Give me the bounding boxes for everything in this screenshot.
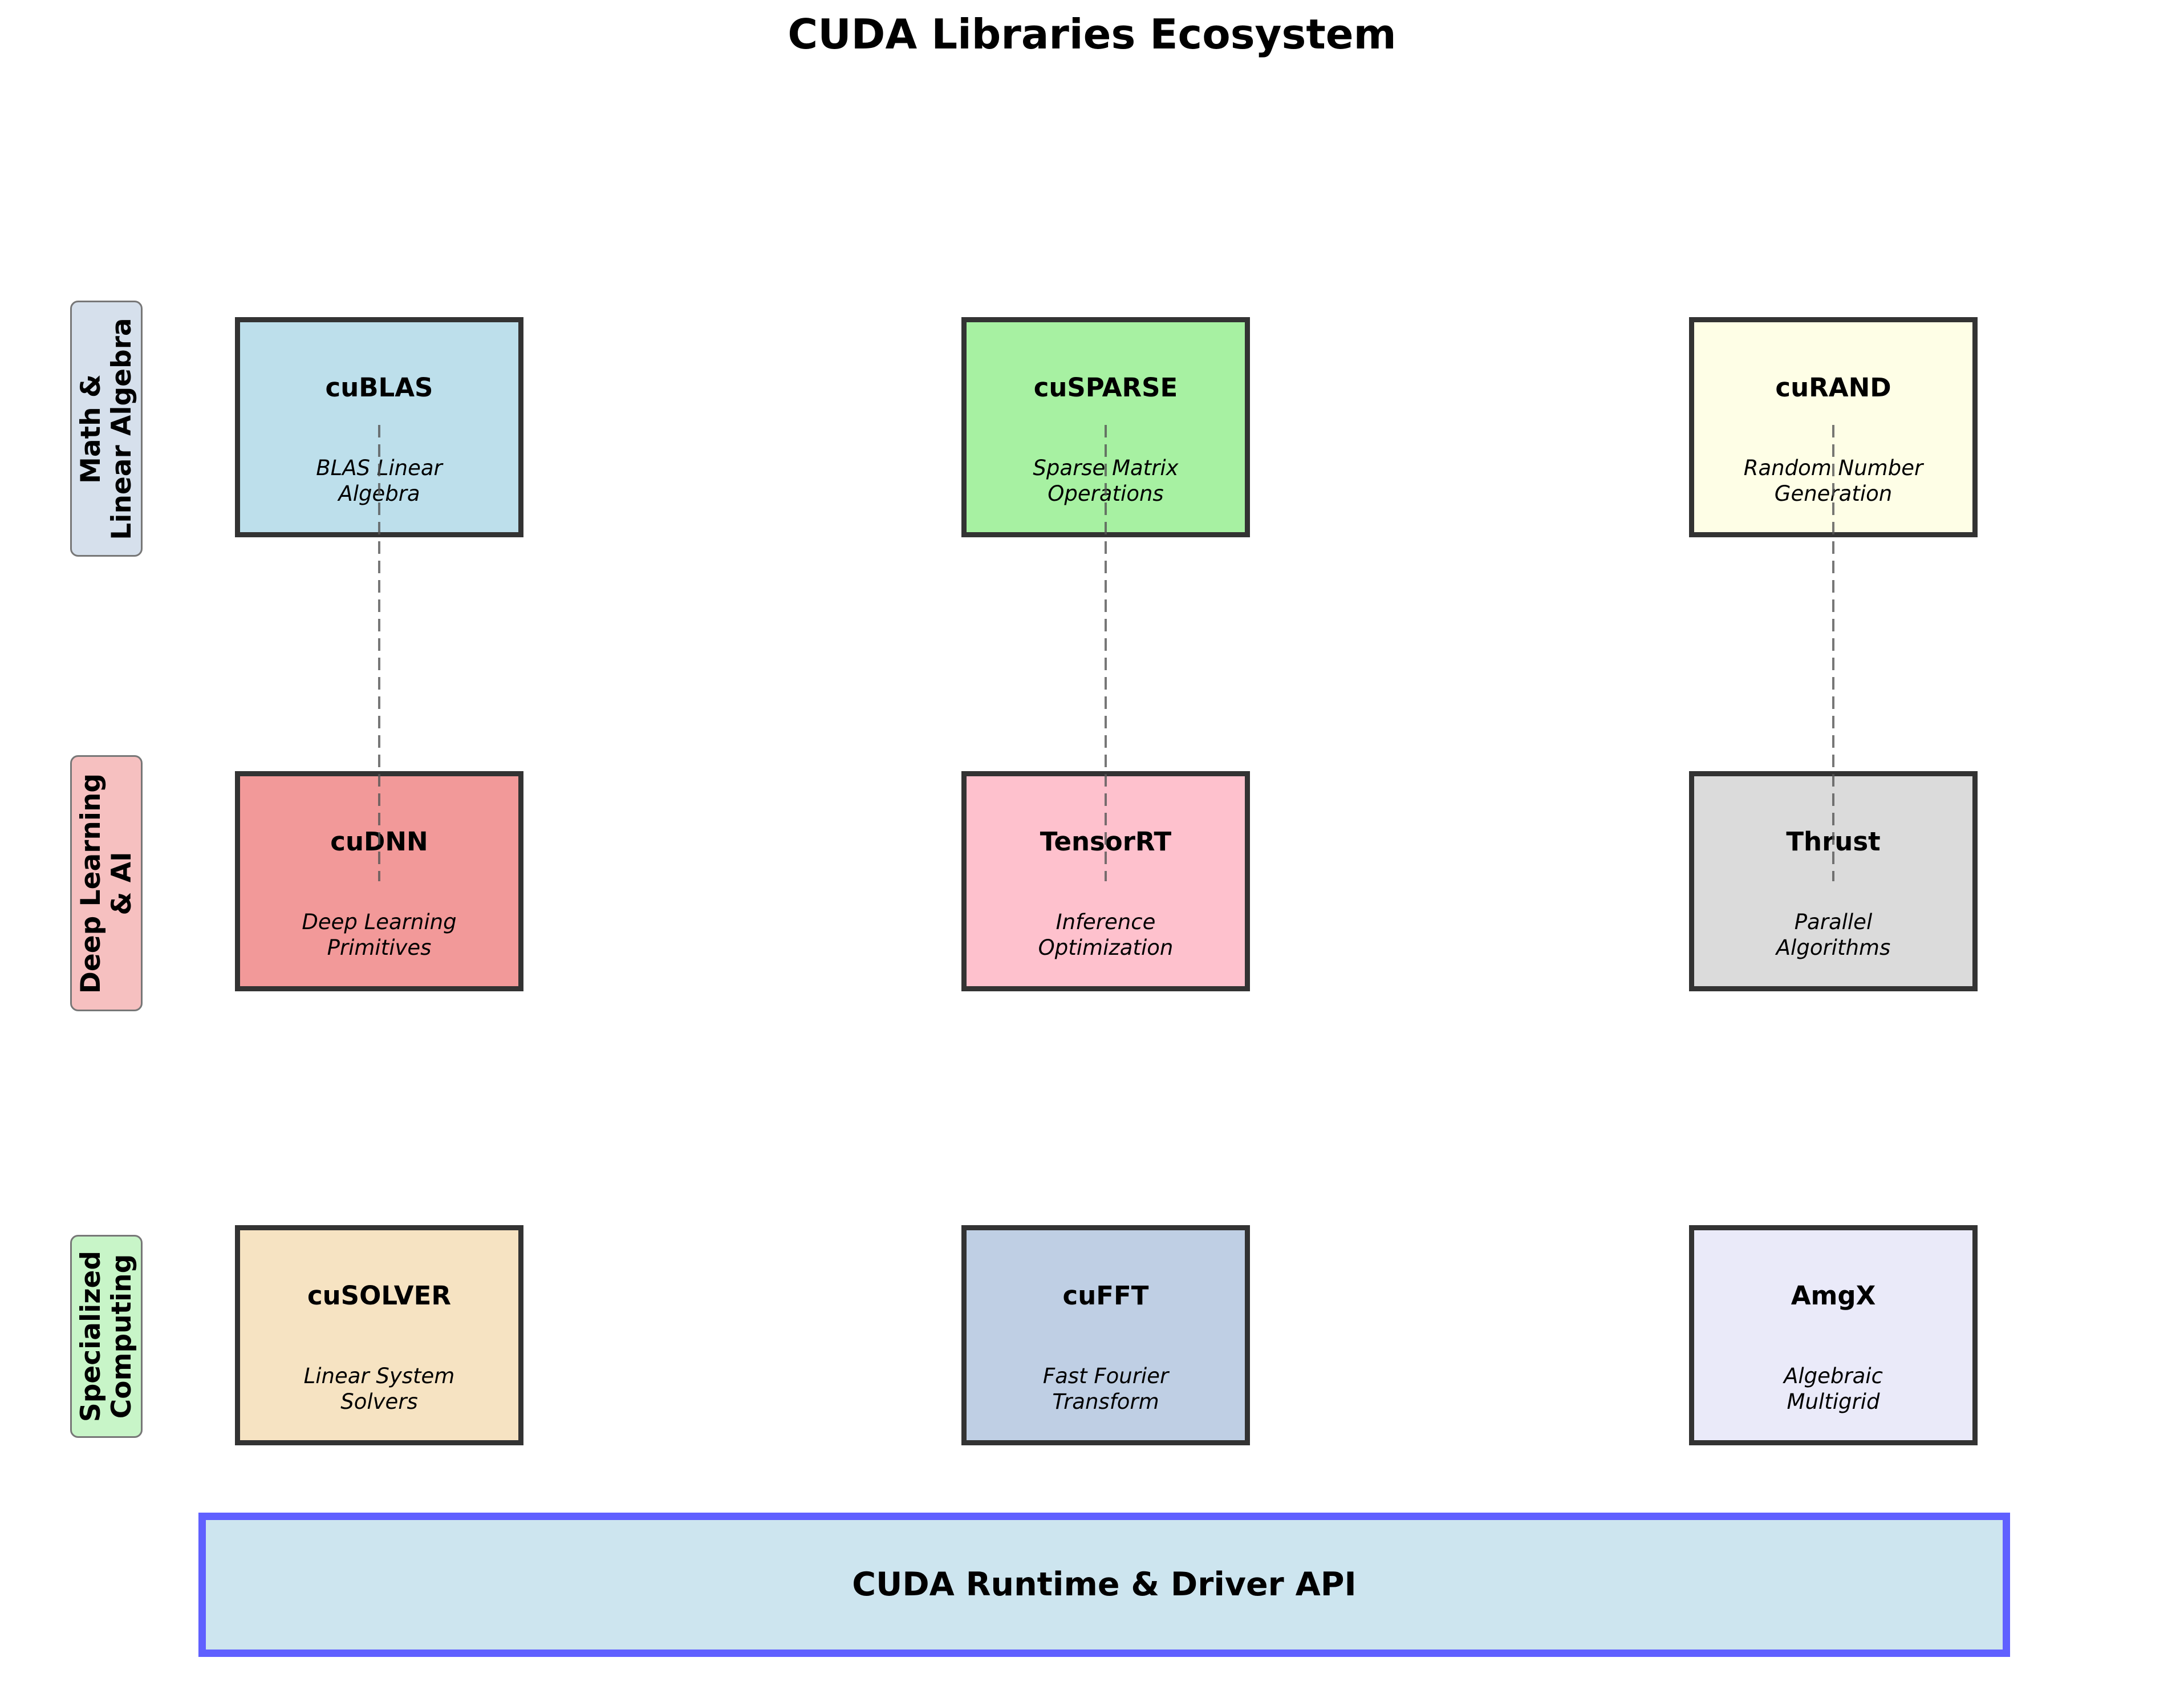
library-box-cublas: cuBLAS BLAS Linear Algebra (235, 317, 523, 537)
library-name: cuSOLVER (307, 1280, 452, 1311)
library-description: Inference Optimization (1038, 910, 1174, 960)
library-description: Parallel Algorithms (1776, 910, 1891, 960)
category-label: Deep Learning & AI (75, 773, 137, 994)
library-description: Sparse Matrix Operations (1033, 456, 1179, 506)
library-name: TensorRT (1040, 826, 1172, 857)
library-name: cuDNN (330, 826, 428, 857)
library-name: AmgX (1791, 1280, 1876, 1311)
library-name: cuBLAS (325, 372, 433, 403)
runtime-label: CUDA Runtime & Driver API (852, 1566, 1357, 1603)
library-name: cuSPARSE (1033, 372, 1178, 403)
library-description: Algebraic Multigrid (1784, 1364, 1883, 1414)
library-box-cusolver: cuSOLVER Linear System Solvers (235, 1225, 523, 1445)
category-specialized-computing: Specialized Computing (70, 1235, 143, 1438)
library-box-thrust: Thrust Parallel Algorithms (1689, 771, 1978, 991)
diagram-title: CUDA Libraries Ecosystem (787, 10, 1397, 58)
library-description: Linear System Solvers (303, 1364, 455, 1414)
category-label: Math & Linear Algebra (75, 317, 137, 540)
library-description: Deep Learning Primitives (302, 910, 457, 960)
library-box-cusparse: cuSPARSE Sparse Matrix Operations (961, 317, 1250, 537)
library-description: Random Number Generation (1743, 456, 1923, 506)
library-box-cufft: cuFFT Fast Fourier Transform (961, 1225, 1250, 1445)
library-name: cuFFT (1062, 1280, 1149, 1311)
library-box-cudnn: cuDNN Deep Learning Primitives (235, 771, 523, 991)
library-box-tensorrt: TensorRT Inference Optimization (961, 771, 1250, 991)
library-name: Thrust (1786, 826, 1881, 857)
cuda-runtime-layer: CUDA Runtime & Driver API (198, 1513, 2010, 1657)
library-description: Fast Fourier Transform (1042, 1364, 1169, 1414)
library-box-curand: cuRAND Random Number Generation (1689, 317, 1978, 537)
library-name: cuRAND (1775, 372, 1891, 403)
category-math-linear-algebra: Math & Linear Algebra (70, 301, 143, 557)
library-description: BLAS Linear Algebra (316, 456, 443, 506)
library-box-amgx: AmgX Algebraic Multigrid (1689, 1225, 1978, 1445)
category-label: Specialized Computing (75, 1250, 137, 1423)
category-deep-learning-ai: Deep Learning & AI (70, 755, 143, 1011)
